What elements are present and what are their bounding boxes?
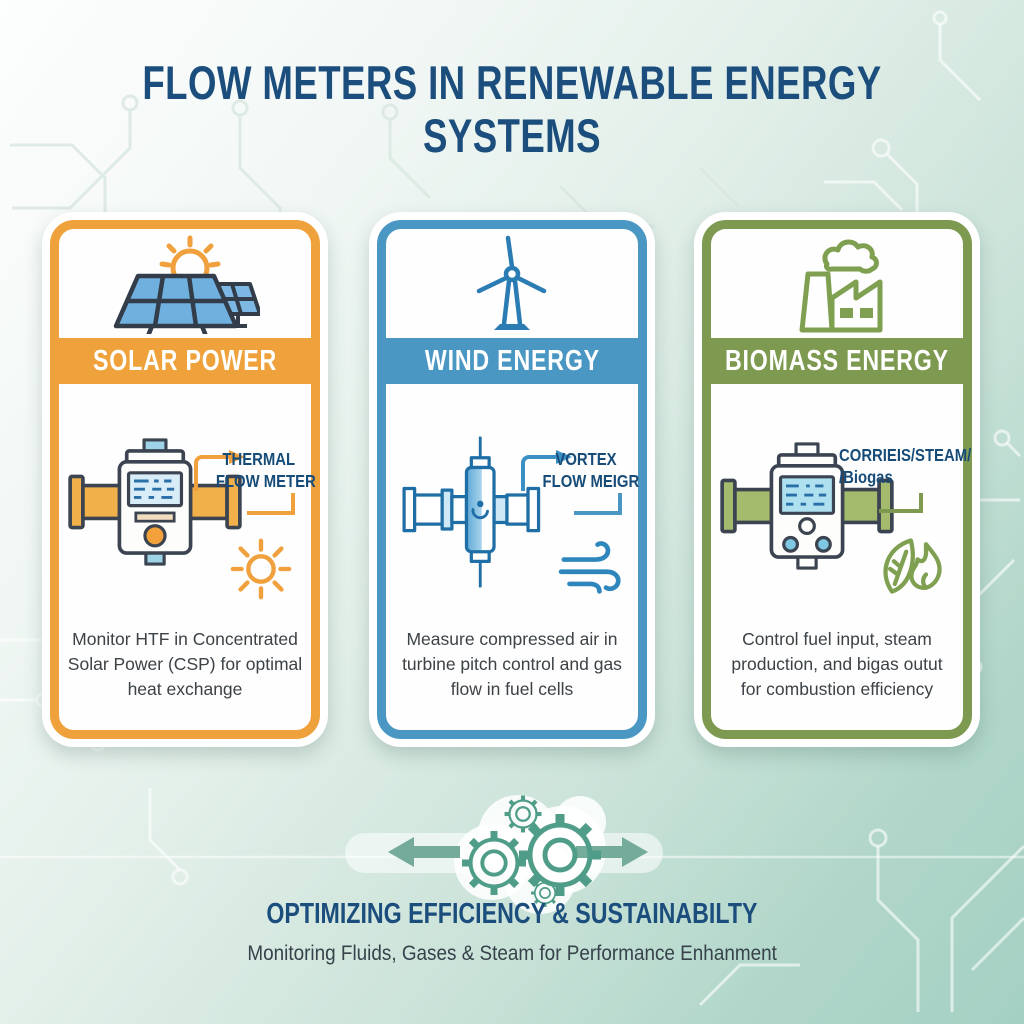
card-solar-power: SOLAR POWER: [42, 212, 328, 747]
solar-panel-icon: [113, 235, 260, 334]
card-solar-inner: SOLAR POWER: [50, 220, 320, 739]
thermal-flow-meter-illustration: [68, 438, 242, 566]
card-wind-energy: WIND ENERGY: [369, 212, 655, 747]
footer-headline: OPTIMIZING EFFICIENCY & SUSTAINABILTY: [266, 898, 758, 930]
wind-gust-icon: [558, 541, 621, 594]
wind-icon-area: [386, 233, 638, 335]
flow-meter-label-wind: VORTEX FLOW MEIGR: [542, 449, 640, 491]
solar-icon-area: [59, 233, 311, 335]
corner-bracket: [247, 493, 295, 515]
card-description-solar: Monitor HTF in Concentrated Solar Power …: [67, 629, 303, 699]
biomass-icon-area: [711, 233, 963, 335]
biomass-card-middle: CORRIEIS/STEAM/ /Biogas: [711, 397, 972, 627]
corner-bracket: [879, 493, 923, 513]
factory-icon: [799, 239, 883, 333]
card-title-solar: SOLAR POWER: [92, 344, 278, 377]
corner-bracket: [574, 493, 622, 515]
flow-meter-label-solar: THERMAL FLOW METER: [215, 449, 316, 491]
sun-icon: [230, 538, 292, 600]
wind-card-middle: VORTEX FLOW MEIGR: [386, 397, 640, 627]
card-title-banner-wind: WIND ENERGY: [377, 338, 647, 384]
page-title-line1: FLOW METERS IN RENEWABLE ENERGY: [142, 56, 882, 109]
card-title-banner-biomass: BIOMASS ENERGY: [702, 338, 972, 384]
card-wind-inner: WIND ENERGY: [377, 220, 647, 739]
bent-arrow-icon: [521, 450, 572, 491]
process-graphic: [0, 780, 1024, 914]
card-description-biomass: Control fuel input, steam production, an…: [731, 629, 943, 699]
footer-subline: Monitoring Fluids, Gases & Steam for Per…: [247, 942, 777, 965]
card-biomass-energy: BIOMASS ENERGY: [694, 212, 980, 747]
card-biomass-inner: BIOMASS ENERGY: [702, 220, 972, 739]
card-title-banner-solar: SOLAR POWER: [50, 338, 320, 384]
page-title: FLOW METERS IN RENEWABLE ENERGY SYSTEMS: [0, 56, 1024, 162]
leaf-flame-icon: [883, 538, 942, 594]
left-arrow-icon: [388, 837, 460, 867]
coriolis-flow-meter-illustration: [720, 442, 894, 570]
wind-turbine-icon: [476, 235, 547, 330]
flow-meter-label-biomass: CORRIEIS/STEAM/ /Biogas: [839, 445, 972, 487]
bent-arrow-icon: [194, 450, 245, 491]
card-title-biomass: BIOMASS ENERGY: [725, 344, 949, 377]
card-description-wind: Measure compressed air in turbine pitch …: [402, 629, 622, 699]
card-title-wind: WIND ENERGY: [424, 344, 600, 377]
right-arrow-icon: [576, 837, 648, 867]
vortex-flow-meter-illustration: [402, 436, 541, 588]
page-title-line2: SYSTEMS: [423, 109, 601, 163]
solar-card-middle: THERMAL FLOW METER: [59, 397, 316, 627]
